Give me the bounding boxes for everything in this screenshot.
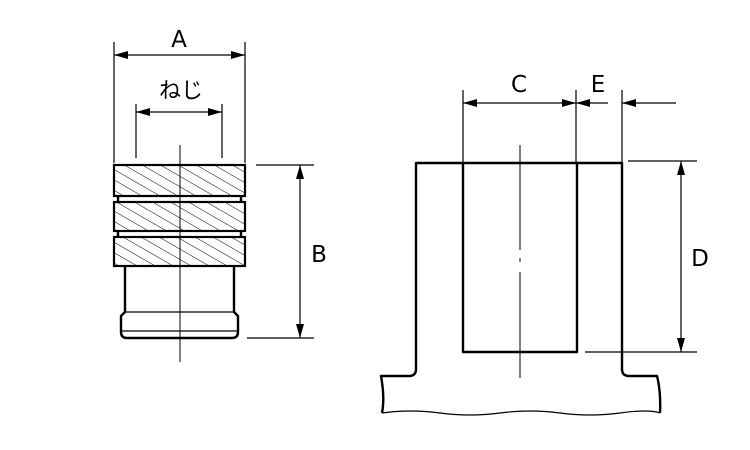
label-e: E bbox=[591, 72, 606, 98]
label-d: D bbox=[691, 246, 709, 272]
label-a: A bbox=[171, 27, 187, 53]
insert-part bbox=[112, 42, 314, 362]
dimension-b: B bbox=[296, 165, 327, 338]
mounting-hole-section bbox=[379, 90, 697, 416]
dimension-e: E bbox=[576, 72, 676, 107]
base-plate-outline bbox=[379, 161, 662, 414]
break-line bbox=[381, 410, 661, 416]
dimension-a: A bbox=[114, 27, 245, 59]
label-c: C bbox=[511, 72, 527, 98]
dimension-c: C bbox=[463, 72, 576, 107]
label-b: B bbox=[311, 242, 327, 268]
dimension-d: D bbox=[677, 161, 709, 352]
label-thread: ねじ bbox=[159, 79, 203, 104]
dimension-thread: ねじ bbox=[136, 79, 222, 116]
